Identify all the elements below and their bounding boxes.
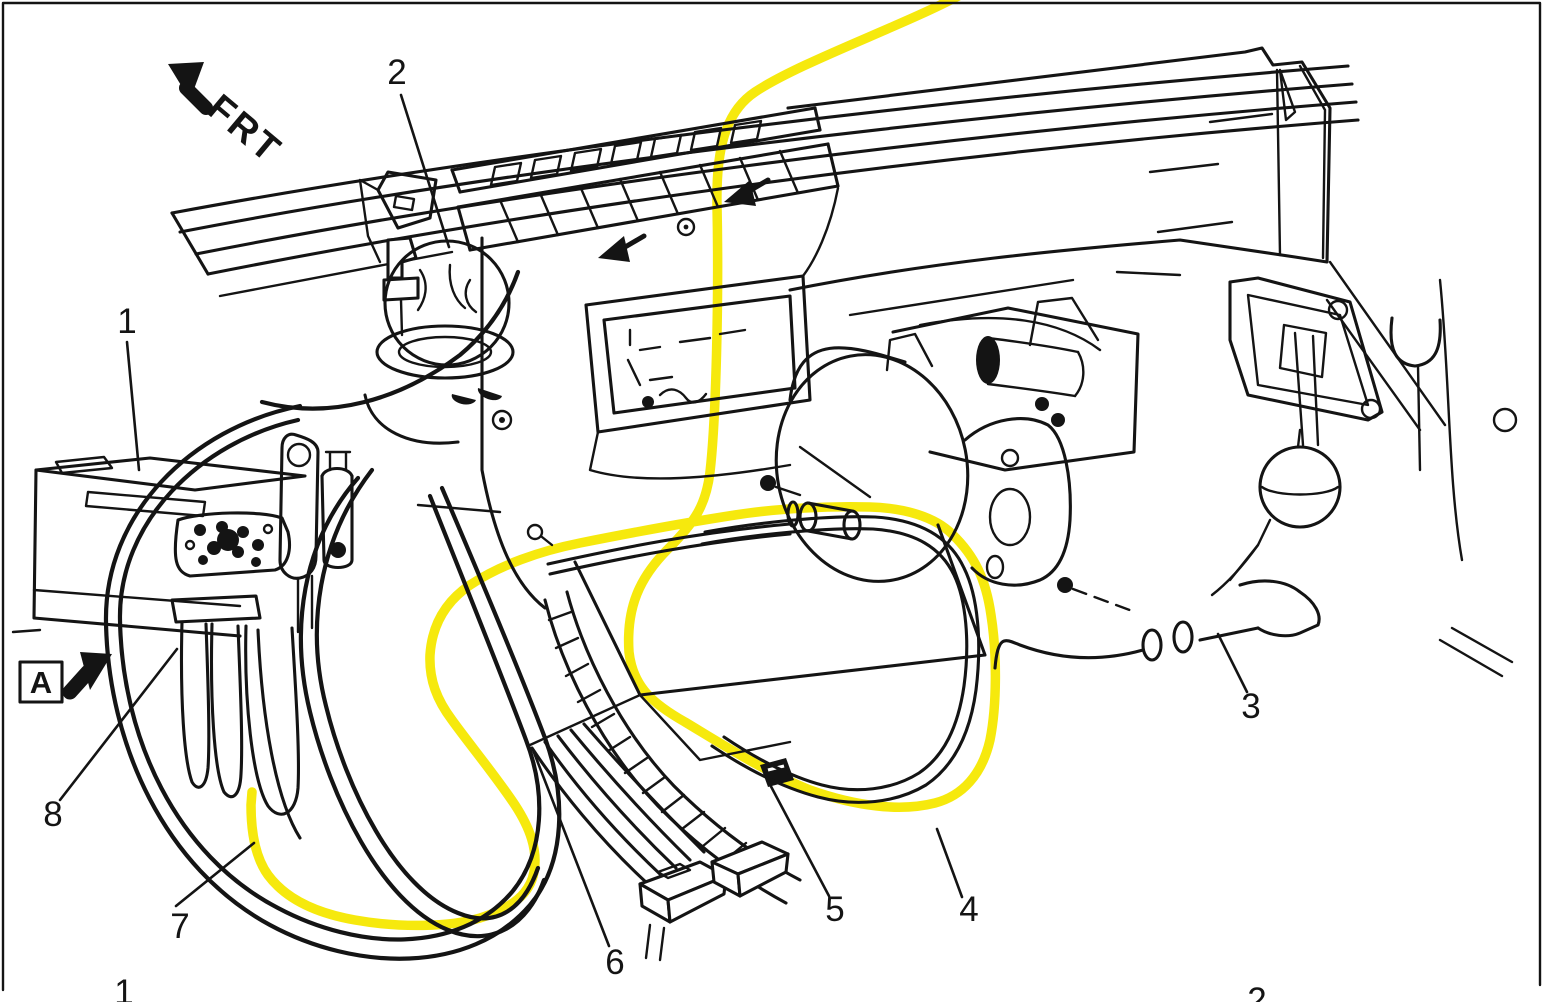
leader-2	[399, 93, 451, 249]
valve-cylinder	[320, 450, 502, 570]
leader-1	[125, 340, 141, 472]
highlighted-hose-loop	[546, 500, 981, 804]
callout-2: 2	[387, 53, 406, 92]
keyhole-bracket	[278, 432, 320, 634]
screw-icon	[676, 217, 696, 237]
arrow-icon	[724, 180, 756, 206]
cowl-bar	[170, 64, 1360, 317]
pin-connector-block	[173, 511, 292, 578]
dash-end-panel	[786, 46, 1332, 292]
leader-lines	[58, 93, 1249, 948]
vacuum-reservoir	[891, 306, 1140, 472]
callout-1: 1	[117, 302, 136, 341]
harness-loops	[103, 269, 562, 961]
frt-label: FRT	[199, 87, 289, 172]
reservoir-cap-icon	[976, 336, 1000, 384]
leader-3	[1216, 632, 1249, 694]
frt-arrow-icon	[168, 62, 204, 100]
leader-8	[58, 647, 179, 802]
callout-bottom-1: 1	[114, 973, 133, 1002]
item-2-assembly	[358, 170, 515, 445]
bolt-icon	[1057, 577, 1073, 593]
case-opening	[480, 236, 812, 610]
line-art	[1, 1, 1542, 992]
callout-3: 3	[1241, 687, 1260, 726]
item-8-wires	[170, 594, 302, 840]
callout-6: 6	[605, 943, 624, 982]
heater-case-top	[450, 106, 840, 278]
callout-7: 7	[170, 907, 189, 946]
view-a-indicator	[18, 652, 112, 704]
callout-4: 4	[959, 890, 978, 929]
item-1-box	[11, 455, 307, 638]
arrow-icon	[598, 236, 630, 262]
pillar-bracket	[1228, 260, 1518, 678]
callout-bottom-2: 2	[1247, 981, 1266, 1002]
highlighter-path-icon	[246, 0, 1001, 931]
leader-7	[174, 841, 256, 908]
callout-8: 8	[43, 795, 62, 834]
frame-border	[1, 1, 1542, 992]
callout-5: 5	[825, 890, 844, 929]
leader-5	[764, 775, 831, 898]
clip-arrows	[598, 177, 771, 262]
lower-duct-box	[528, 523, 987, 762]
leader-6	[531, 748, 611, 948]
cable-assembly-3	[993, 577, 1321, 670]
leader-4	[935, 827, 964, 899]
view-a-arrow-icon	[80, 652, 112, 690]
harness-to-connectors	[530, 722, 794, 962]
mount-plate	[760, 417, 1072, 587]
highlighter-trace	[246, 0, 1001, 931]
right-vacuum-actuator	[1210, 428, 1342, 597]
frt-arrow	[168, 62, 213, 115]
blower-motor	[774, 296, 1102, 583]
view-a-label: A	[30, 665, 52, 700]
